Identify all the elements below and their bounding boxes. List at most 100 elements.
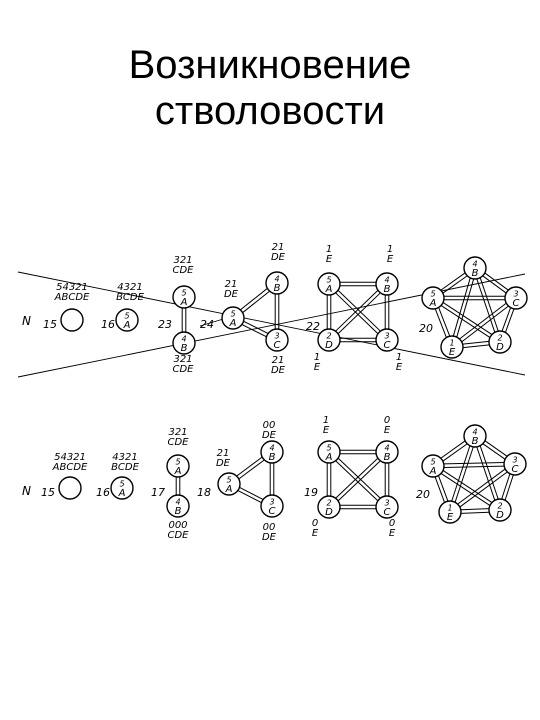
row1-stage5-node-B-digit: 4 xyxy=(384,276,389,285)
row2-stage2-node-A-letter: A xyxy=(118,488,126,499)
row1-stage1-label-0-top: 54321 xyxy=(56,282,88,293)
row1-stage2-node-A-letter: A xyxy=(123,320,131,331)
row1-stage6-node-B-letter: B xyxy=(472,268,479,279)
row2-stage6-edge-3-4-line-0 xyxy=(461,511,490,514)
row1-stage1-index-label: N xyxy=(22,314,31,328)
row2-stage4-node-B-letter: B xyxy=(269,452,276,463)
row2-stage5-node-A-digit: 5 xyxy=(326,444,331,453)
row1-stage4-label-1-top: 21 xyxy=(272,242,285,253)
row2-stage5-node-B xyxy=(375,440,399,464)
graph-nodes xyxy=(58,256,528,524)
row2-stage4-node-C xyxy=(260,494,284,518)
row2-stage6-edge-0-2-line-0 xyxy=(443,461,504,465)
row1-stage4-node-C-digit: 3 xyxy=(274,332,279,341)
row1-stage5-node-D-digit: 2 xyxy=(326,332,331,341)
row2-stage6-node-D xyxy=(488,498,512,522)
row2-stage5-node-D xyxy=(317,495,341,519)
row2-stage6-node-C-digit: 3 xyxy=(512,456,517,465)
graph-edges xyxy=(175,272,515,514)
row2-stage5-node-A-letter: A xyxy=(325,452,333,463)
row2-stage6-edge-0-3-line-0 xyxy=(442,470,493,503)
row2-stage6-edge-1-4-line-1 xyxy=(451,445,471,502)
row2-stage5-label-2-top: 0 xyxy=(389,518,395,529)
row2-stage5-node-D-letter: D xyxy=(325,507,333,518)
row2-stage6-node-E-digit: 1 xyxy=(447,504,452,513)
row1-stage5-node-D-letter: D xyxy=(325,340,333,351)
row2-stage4-edge-0-1-line-0 xyxy=(236,456,263,477)
row1-stage4-edge-0-2-line-1 xyxy=(241,324,267,338)
row2-stage6-node-B-digit: 4 xyxy=(472,428,477,437)
row1-stage4-node-A-digit: 5 xyxy=(230,310,235,319)
row1-stage6-edge-1-3-line-0 xyxy=(479,277,499,332)
row2-stage5-edge-0-2-line-0 xyxy=(337,457,381,499)
row2-stage2-label-0-top: 4321 xyxy=(112,452,137,463)
row1-stage6-node-E-digit: 1 xyxy=(449,339,454,348)
row2-stage4-label-0-bottom: DE xyxy=(216,458,231,469)
row1-stage5-node-C xyxy=(375,328,399,352)
row2-stage6-node-A-letter: A xyxy=(429,466,437,477)
row1-stage4-node-B-digit: 4 xyxy=(274,275,279,284)
row1-stage6-edge-0-3-line-0 xyxy=(442,302,493,335)
row1-stage5-edge-1-3-line-0 xyxy=(337,292,381,335)
row2-stage6-node-D-digit: 2 xyxy=(497,502,502,511)
row1-stage4-node-B-letter: B xyxy=(274,283,281,294)
row1-stage5-edge-0-2-line-1 xyxy=(335,292,379,335)
row1-stage4-node-A xyxy=(221,306,245,330)
row1-stage6-edge-0-4-line-1 xyxy=(434,308,447,338)
row1-stage3-label-0-bottom: CDE xyxy=(172,265,194,276)
row1-stage6-node-D-digit: 2 xyxy=(497,334,502,343)
row2-stage5-label-3-top: 0 xyxy=(312,518,318,529)
row1-stage5-label-3-bottom: E xyxy=(314,362,321,373)
row1-stage6-node-C-digit: 3 xyxy=(513,290,518,299)
row2-stage2-label-0-bottom: BCDE xyxy=(111,462,140,473)
row1-stage4-label-1-bottom: DE xyxy=(271,252,286,263)
row1-stage4-node-C xyxy=(265,328,289,352)
row2-stage6-edge-2-4-line-1 xyxy=(457,468,506,505)
row1-stage6-edge-2-4-line-1 xyxy=(459,302,507,340)
row2-stage4-node-A-letter: A xyxy=(225,484,233,495)
row1-stage6-edge-0-3-line-1 xyxy=(440,305,491,338)
row1-stage6-edge-0-4-line-0 xyxy=(438,307,451,337)
row1-stage5-node-C-letter: C xyxy=(384,340,391,351)
row1-stage6-node-E-letter: E xyxy=(449,347,456,358)
row2-stage6-edge-1-4-line-0 xyxy=(454,446,474,503)
row2-stage3-number: 17 xyxy=(151,486,165,499)
row2-stage5-label-3-bottom: E xyxy=(312,528,319,539)
row1-stage5-node-A-letter: A xyxy=(325,284,333,295)
row2-stage4-label-1-bottom: DE xyxy=(262,430,277,441)
row2-stage5-label-0-bottom: E xyxy=(323,425,330,436)
row2-stage4-edge-0-2-line-1 xyxy=(237,490,262,504)
row1-stage3-node-B-letter: B xyxy=(181,343,188,354)
row1-stage3-node-A-letter: A xyxy=(180,297,188,308)
row2-stage6-edge-0-1-line-1 xyxy=(442,443,468,462)
row2-stage1-number: 15 xyxy=(41,486,55,499)
row1-stage6-node-D-letter: D xyxy=(496,342,504,353)
row2-stage5-node-C-digit: 3 xyxy=(384,499,389,508)
row1-stage6-edge-2-3-line-0 xyxy=(504,308,515,333)
row1-stage5-label-2-top: 1 xyxy=(396,352,402,363)
row1-stage4-label-0-bottom: DE xyxy=(224,289,239,300)
row2-stage6-edge-1-2-line-0 xyxy=(484,440,508,457)
row1-stage5-edge-1-3-line-1 xyxy=(335,289,379,332)
row2-stage5-label-1-top: 0 xyxy=(384,415,390,426)
row2-stage5-node-B-letter: B xyxy=(384,452,391,463)
row1-stage6-edge-1-4-line-0 xyxy=(456,278,475,338)
row1-stage6-node-B xyxy=(463,256,487,280)
row2-stage6-node-C xyxy=(503,452,527,476)
row1-stage6-node-A xyxy=(421,286,445,310)
row1-stage6-edge-0-1-line-1 xyxy=(442,275,468,294)
row2-stage6-node-E-letter: E xyxy=(447,512,454,523)
row2-stage4-edge-0-2-line-0 xyxy=(239,486,264,500)
row2-stage4-node-B xyxy=(260,440,284,464)
row2-stage3-node-A xyxy=(166,454,190,478)
row2-stage2-node-A xyxy=(110,476,134,500)
title-line-2: стволовости xyxy=(154,89,386,133)
row1-stage5-label-2-bottom: E xyxy=(396,362,403,373)
row2-stage6-node-A-digit: 5 xyxy=(430,458,435,467)
row2-stage3-node-B-letter: B xyxy=(175,506,182,517)
row1-stage5-label-0-top: 1 xyxy=(326,244,332,255)
row1-stage1-node-root xyxy=(60,308,84,332)
row2-stage6-node-A xyxy=(421,454,445,478)
row2-stage2-node-A-digit: 5 xyxy=(119,480,124,489)
